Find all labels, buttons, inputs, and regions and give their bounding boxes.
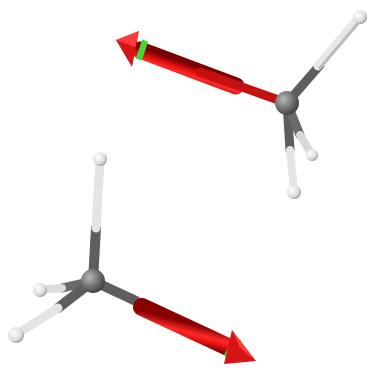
methyl-group-lower[interactable] [8,152,256,364]
hydrogen-atom [33,283,47,297]
bond-c-h-lower [12,156,141,339]
carbon-atom [81,269,105,293]
hydrogen-atom [353,10,367,24]
hydrogen-atom [306,149,318,161]
red-arrow-icon [133,298,256,364]
methyl-group-upper[interactable] [116,10,367,199]
red-arrow-icon [116,31,289,107]
carbon-atom [275,91,299,115]
hydrogen-atom [287,185,301,199]
hydrogen-atom [8,327,24,343]
hydrogen-atom [93,152,107,166]
